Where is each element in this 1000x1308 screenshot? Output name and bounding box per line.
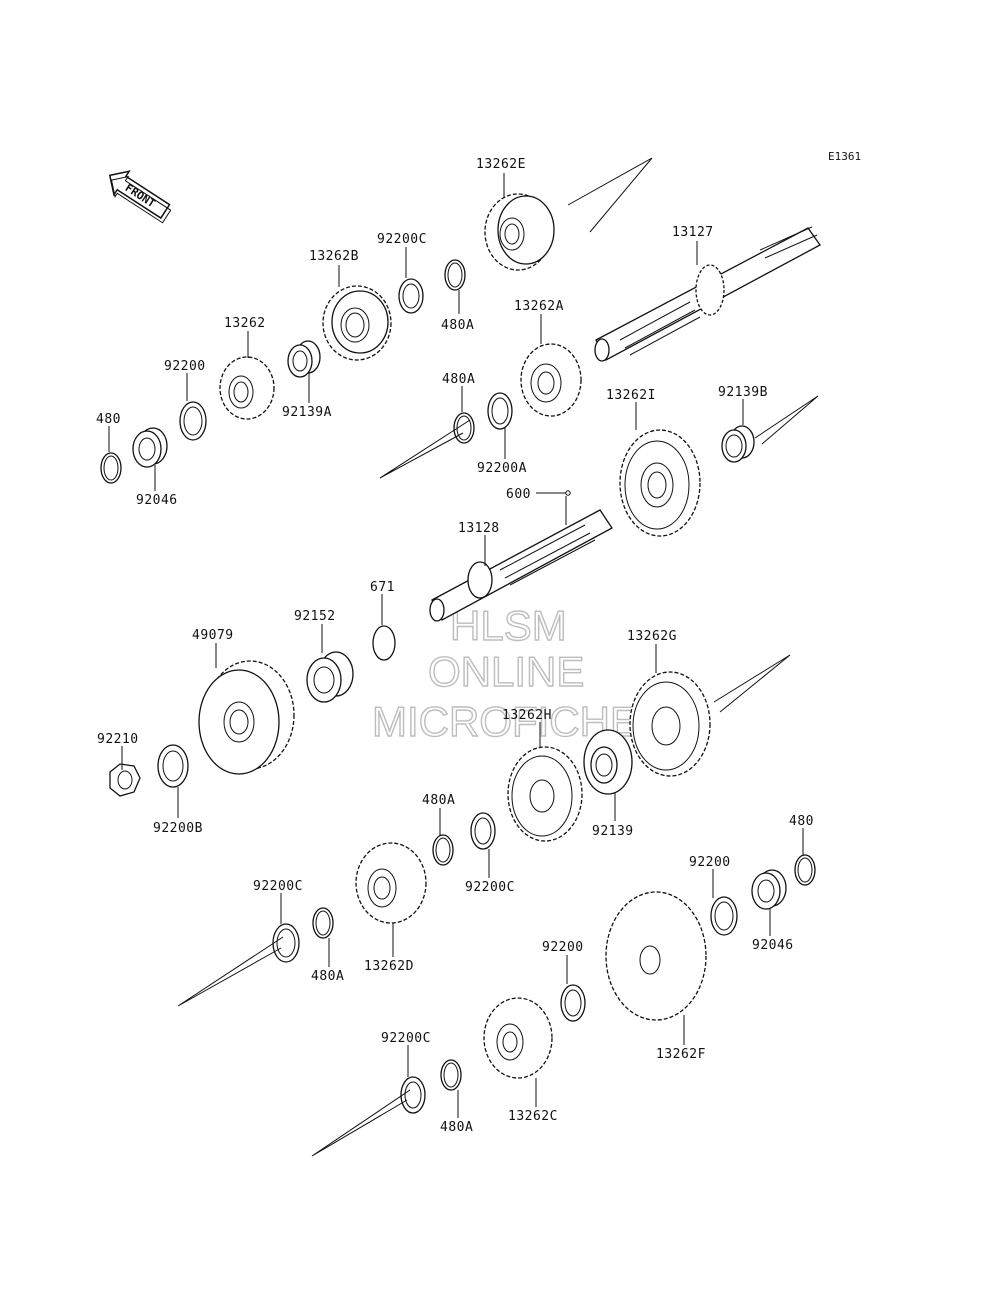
circlip-480A-left bbox=[312, 907, 334, 939]
label-480A-left: 480A bbox=[311, 969, 344, 984]
label-480A-top: 480A bbox=[441, 318, 474, 333]
bearing-92046-left bbox=[132, 427, 168, 468]
gear-13262C bbox=[483, 997, 553, 1079]
gear-13262B bbox=[322, 285, 392, 361]
label-13262I: 13262I bbox=[606, 388, 656, 403]
label-92200C-top: 92200C bbox=[377, 232, 427, 247]
gear-49079 bbox=[198, 660, 295, 775]
leader-lines bbox=[108, 173, 804, 1118]
front-direction-arrow: FRONT bbox=[108, 170, 172, 224]
gear-13262 bbox=[219, 356, 275, 420]
gear-13262D bbox=[355, 842, 427, 924]
shaft-13127 bbox=[594, 226, 821, 362]
label-92139B: 92139B bbox=[718, 385, 768, 400]
washer-92200-bottom bbox=[560, 984, 586, 1022]
bushing-92139A bbox=[287, 340, 321, 378]
label-92200-left: 92200 bbox=[164, 359, 206, 374]
watermark: HLSM ONLINE MICROFICHE bbox=[371, 601, 638, 745]
circlip-480A-top bbox=[444, 259, 466, 291]
label-13128: 13128 bbox=[458, 521, 500, 536]
label-92139A: 92139A bbox=[282, 405, 332, 420]
washer-92200C-left bbox=[272, 923, 300, 963]
shaft-13128 bbox=[429, 509, 613, 622]
label-92200C-mid: 92200C bbox=[465, 880, 515, 895]
label-92200C-left: 92200C bbox=[253, 879, 303, 894]
label-13262F: 13262F bbox=[656, 1047, 706, 1062]
label-13262D: 13262D bbox=[364, 959, 414, 974]
label-49079: 49079 bbox=[192, 628, 234, 643]
label-92139: 92139 bbox=[592, 824, 634, 839]
label-92200C-bottom: 92200C bbox=[381, 1031, 431, 1046]
diagram-reference-code: E1361 bbox=[828, 150, 861, 163]
gear-13262I bbox=[619, 429, 701, 537]
label-480A-mid: 480A bbox=[442, 372, 475, 387]
gear-13262E bbox=[484, 193, 555, 271]
label-92200B: 92200B bbox=[153, 821, 203, 836]
bearing-92152 bbox=[306, 651, 354, 703]
label-13262C: 13262C bbox=[508, 1109, 558, 1124]
label-92210: 92210 bbox=[97, 732, 139, 747]
watermark-line-1: HLSM bbox=[450, 602, 567, 649]
label-92200A: 92200A bbox=[477, 461, 527, 476]
washer-92200-left bbox=[179, 401, 207, 441]
assembly-guide-lines bbox=[177, 157, 819, 1157]
label-480A-low: 480A bbox=[422, 793, 455, 808]
gear-13262H bbox=[507, 746, 583, 842]
label-13262: 13262 bbox=[224, 316, 266, 331]
label-480-right: 480 bbox=[789, 814, 814, 829]
bearing-92046-right bbox=[751, 869, 787, 910]
label-92046-right: 92046 bbox=[752, 938, 794, 953]
label-13262E: 13262E bbox=[476, 157, 526, 172]
bushing-92139 bbox=[583, 729, 633, 795]
label-13262B: 13262B bbox=[309, 249, 359, 264]
label-600: 600 bbox=[506, 487, 531, 502]
label-480A-bottom: 480A bbox=[440, 1120, 473, 1135]
washer-92200-right bbox=[710, 896, 738, 936]
gear-13262A bbox=[520, 343, 582, 417]
label-92200-right: 92200 bbox=[689, 855, 731, 870]
label-671: 671 bbox=[370, 580, 395, 595]
washer-92200A bbox=[487, 392, 513, 430]
label-13262H: 13262H bbox=[502, 708, 552, 723]
washer-92200B bbox=[157, 744, 189, 788]
nut-92210 bbox=[109, 763, 141, 797]
watermark-line-2: ONLINE bbox=[428, 648, 584, 695]
label-13262G: 13262G bbox=[627, 629, 677, 644]
circlip-480-right bbox=[794, 854, 816, 886]
circlip-480A-bottom bbox=[440, 1059, 462, 1091]
label-92152: 92152 bbox=[294, 609, 336, 624]
label-13262A: 13262A bbox=[514, 299, 564, 314]
part-labels: 13262E 13127 92200C 13262B 480A 13262 92… bbox=[96, 157, 814, 1135]
label-92200-bottom: 92200 bbox=[542, 940, 584, 955]
washer-92200C-bottom bbox=[400, 1076, 426, 1114]
washer-92200C-top bbox=[398, 278, 424, 314]
circlip-480A-low bbox=[432, 834, 454, 866]
oring-671 bbox=[372, 625, 396, 661]
bushing-92139B bbox=[721, 425, 755, 463]
washer-92200C-mid bbox=[470, 812, 496, 850]
label-480-left: 480 bbox=[96, 412, 121, 427]
label-92046-left: 92046 bbox=[136, 493, 178, 508]
gear-13262F bbox=[605, 891, 707, 1021]
label-13127: 13127 bbox=[672, 225, 714, 240]
gear-13262G bbox=[629, 671, 711, 777]
circlip-480-left bbox=[100, 452, 122, 484]
